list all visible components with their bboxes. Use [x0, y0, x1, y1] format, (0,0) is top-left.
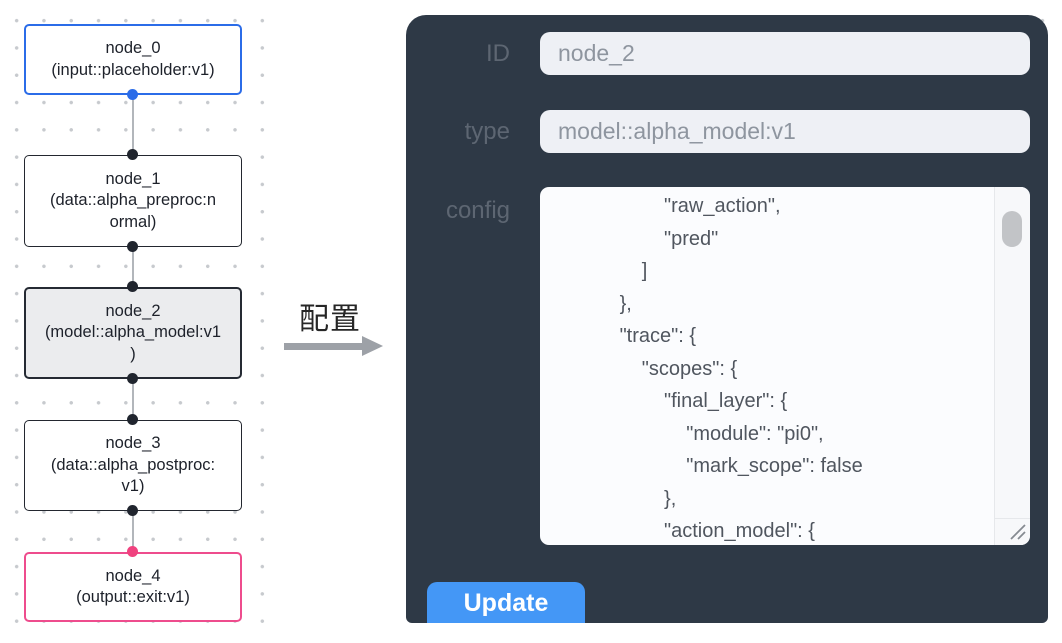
node-title: node_3 — [105, 434, 161, 453]
scrollbar-divider — [994, 518, 1030, 519]
node-title: node_4 — [105, 566, 161, 585]
config-annotation-text: 配置 — [299, 303, 361, 336]
node-title: node_0 — [105, 39, 161, 57]
handle-node2-top[interactable] — [127, 281, 138, 292]
id-field-label: ID — [486, 40, 510, 67]
flow-node-input[interactable]: node_0 (input::placeholder:v1) — [24, 24, 242, 95]
handle-node1-bottom[interactable] — [127, 241, 138, 252]
config-scrollbar[interactable] — [994, 187, 1030, 545]
resize-grip-icon[interactable] — [1009, 523, 1027, 541]
edge-node0-node1 — [132, 95, 134, 155]
id-input[interactable] — [540, 32, 1030, 75]
node-title: node_1 — [105, 169, 161, 188]
update-button[interactable]: Update — [427, 582, 585, 623]
handle-node1-top[interactable] — [127, 149, 138, 160]
handle-node3-top[interactable] — [127, 414, 138, 425]
flow-node-postproc[interactable]: node_3 (data::alpha_postproc: v1) — [24, 420, 242, 511]
handle-node0-bottom[interactable] — [127, 89, 138, 100]
handle-node4-top[interactable] — [127, 546, 138, 557]
edge-node2-node3 — [132, 379, 134, 420]
arrow-right-icon-head — [362, 336, 383, 356]
edge-node3-node4 — [132, 511, 134, 552]
node-type-label: (model::alpha_model:v1 ) — [44, 323, 222, 363]
flow-node-output[interactable]: node_4 (output::exit:v1) — [24, 552, 242, 622]
node-type-label: (output::exit:v1) — [76, 588, 190, 606]
node-config-panel: ID type config "raw_action", "pred" ] },… — [406, 15, 1048, 623]
arrow-right-icon — [284, 343, 363, 350]
handle-node3-bottom[interactable] — [127, 505, 138, 516]
node-title: node_2 — [105, 301, 161, 320]
node-type-label: (data::alpha_preproc:n ormal) — [49, 191, 217, 231]
config-textarea[interactable]: "raw_action", "pred" ] }, "trace": { "sc… — [540, 187, 1030, 545]
config-json-text: "raw_action", "pred" ] }, "trace": { "sc… — [619, 195, 863, 542]
node-type-label: (input::placeholder:v1) — [51, 60, 215, 79]
flow-node-model-selected[interactable]: node_2 (model::alpha_model:v1 ) — [24, 287, 242, 379]
type-field-label: type — [464, 118, 510, 145]
node-type-label: (data::alpha_postproc: v1) — [50, 455, 216, 496]
type-input[interactable] — [540, 110, 1030, 153]
config-field-label: config — [445, 197, 510, 224]
edge-node1-node2 — [132, 247, 134, 287]
flow-node-preproc[interactable]: node_1 (data::alpha_preproc:n ormal) — [24, 155, 242, 247]
handle-node2-bottom[interactable] — [127, 373, 138, 384]
config-scrollbar-thumb[interactable] — [1002, 211, 1022, 247]
